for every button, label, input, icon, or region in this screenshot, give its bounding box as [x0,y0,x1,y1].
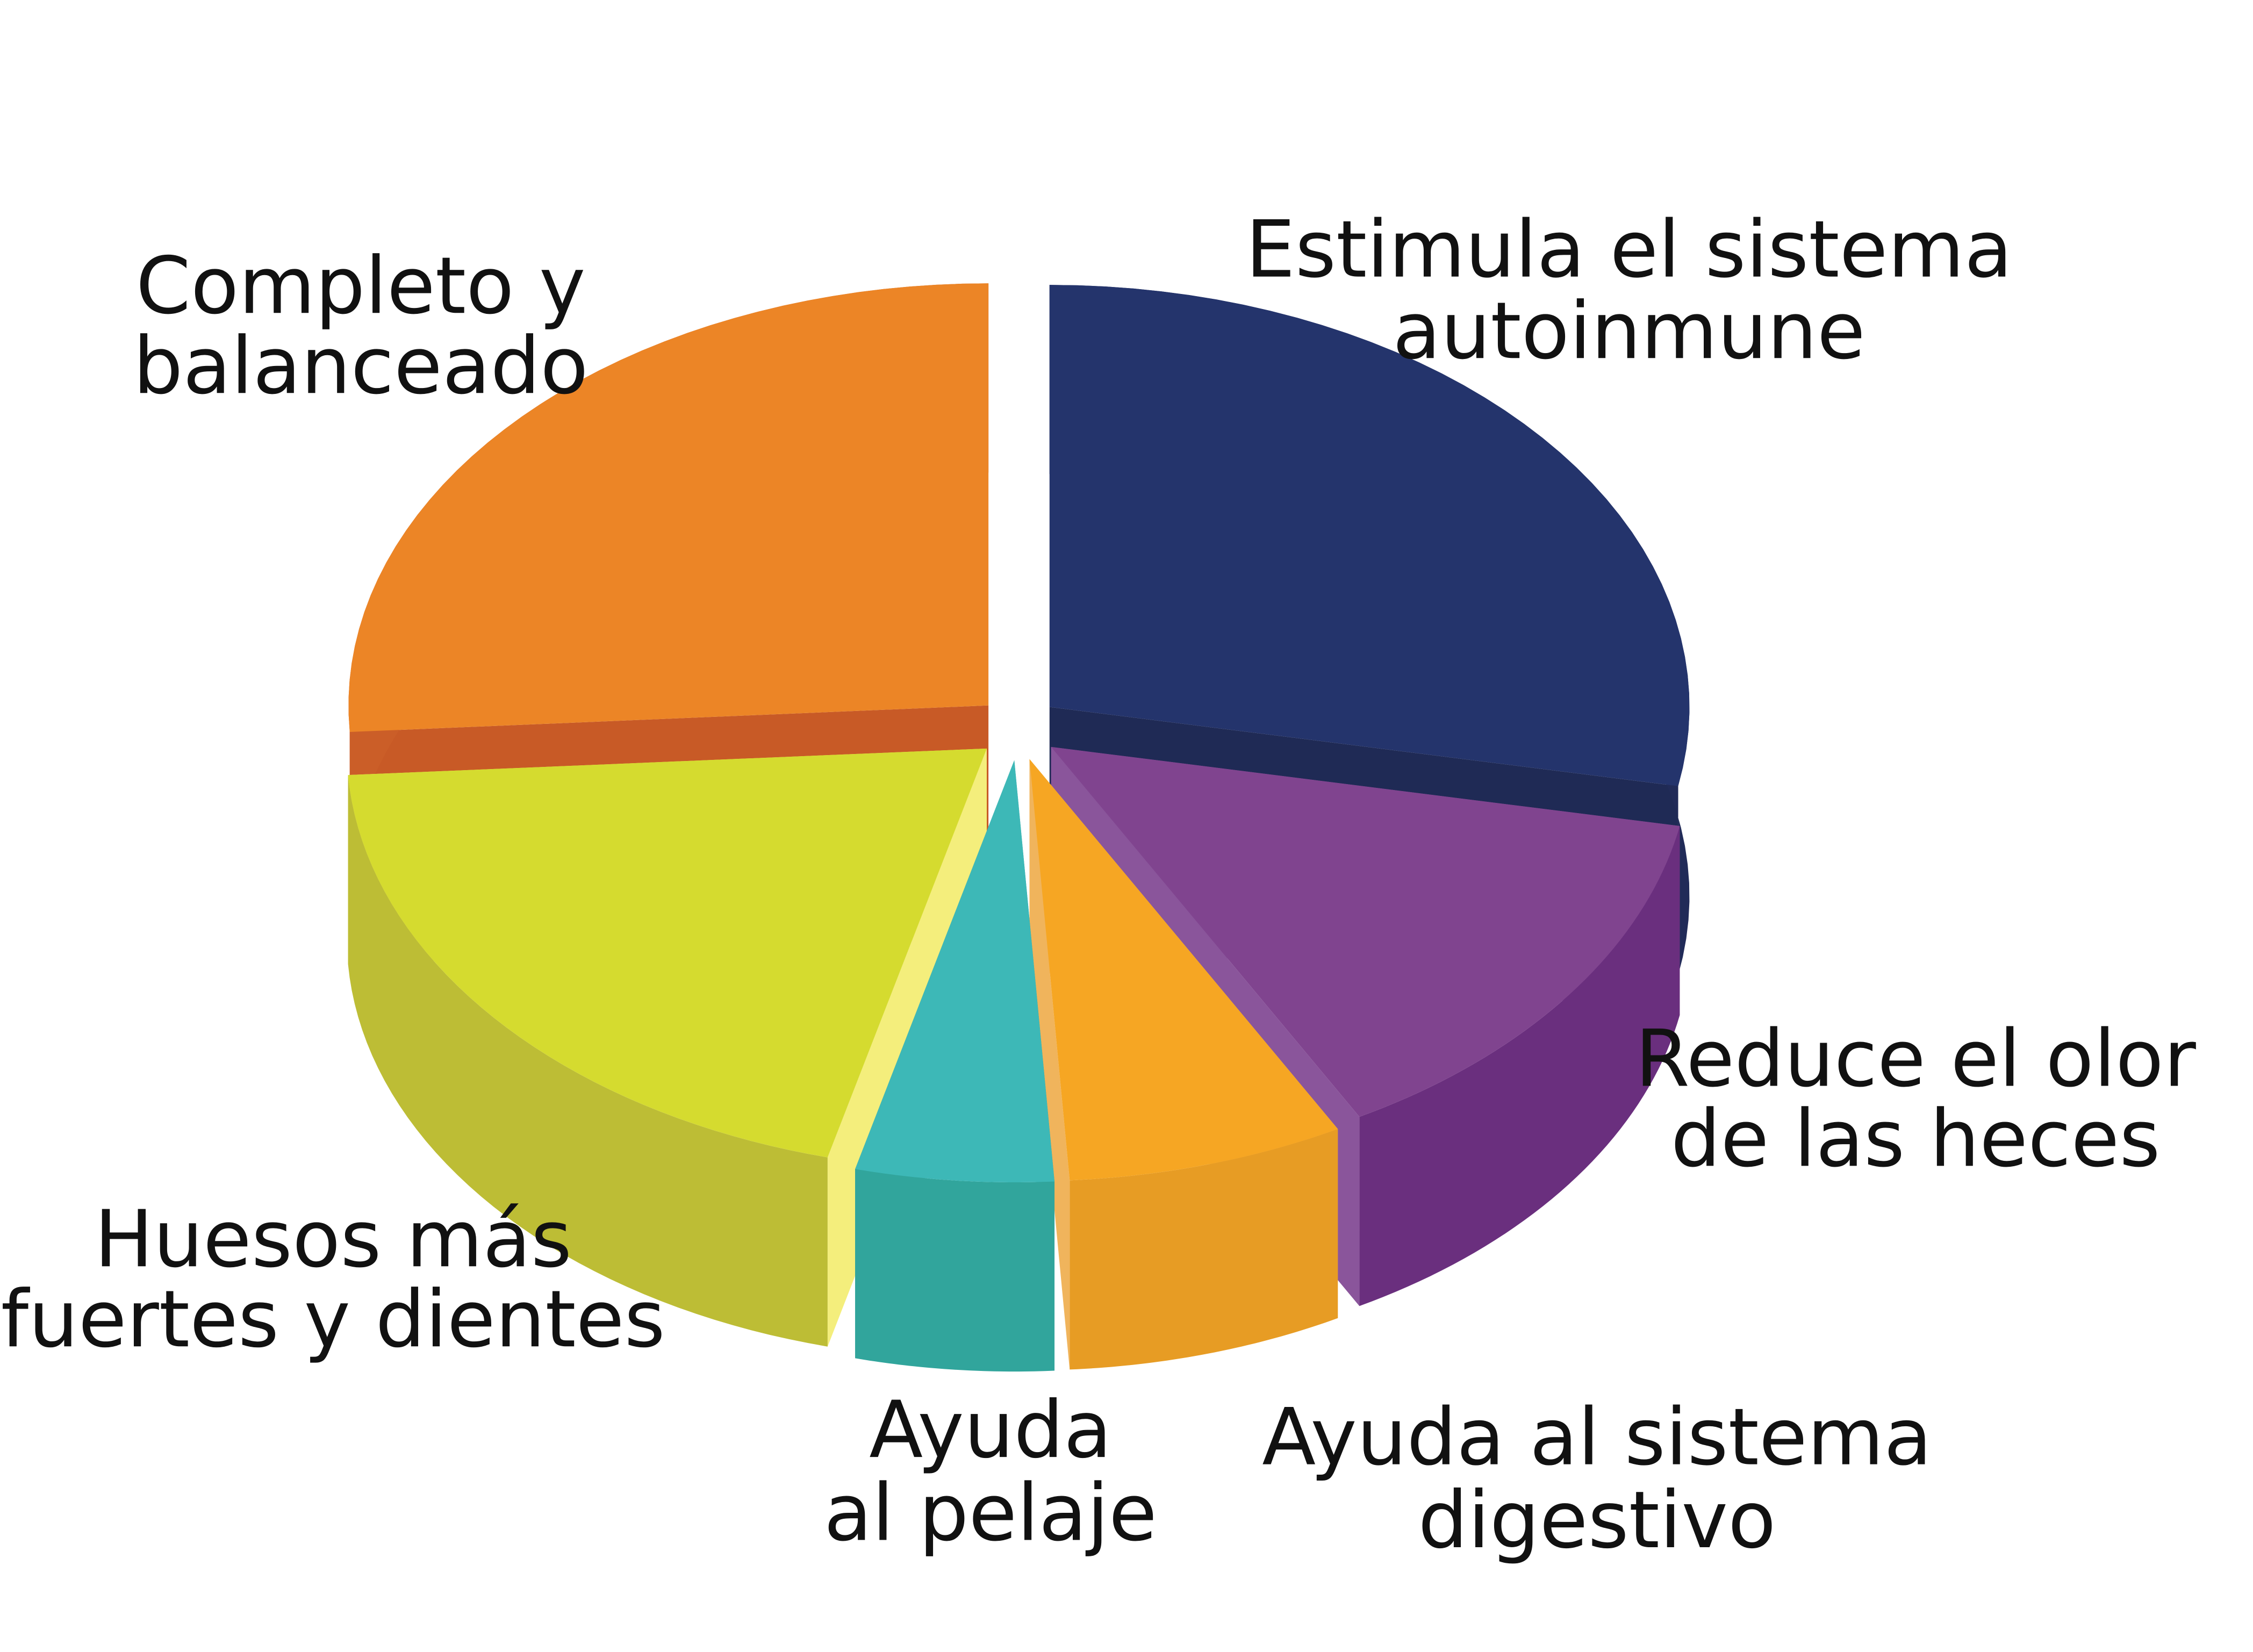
slice-label-1: Reduce el olor de las heces [1635,1013,2196,1184]
label-line: digestivo [1418,1475,1776,1566]
slice-top-face [1029,759,1338,1181]
label-line: Completo y [136,240,586,332]
label-line: Ayuda [869,1384,1111,1476]
slice-label-2: Ayuda al sistema digestivo [1262,1392,1932,1566]
slice-top-face [855,760,1055,1183]
label-line: Huesos más [94,1194,572,1285]
slice-inner-face [1029,759,1070,1370]
pie-slice-3 [855,760,1055,1372]
slice-top-face [1051,746,1680,1117]
slice-label-5: Completo y balanceado [133,240,589,412]
slice-top-face [348,283,989,732]
slice-outer-wall [855,1169,1055,1372]
label-line: fuertes y dientes [1,1274,665,1365]
slice-label-0: Estimula el sistema autoinmune [1246,204,2013,377]
slice-label-3: Ayuda al pelaje [824,1384,1157,1558]
slice-top-face [1049,285,1690,786]
slice-top-face [348,748,987,1158]
slice-label-4: Huesos más fuertes y dientes [1,1194,665,1365]
slice-outer-wall [348,775,828,1347]
label-line: Reduce el olor [1635,1013,2196,1104]
pie-slice-2 [1029,759,1338,1370]
label-line: Estimula el sistema [1246,204,2013,296]
slice-outer-wall [1070,1129,1338,1370]
slice-outer-wall [1359,826,1680,1306]
label-line: al pelaje [824,1467,1157,1558]
label-line: Ayuda al sistema [1262,1392,1932,1483]
label-line: autoinmune [1393,285,1865,377]
pie-slices [348,283,1690,1372]
label-line: de las heces [1671,1093,2161,1184]
label-line: balanceado [133,320,589,412]
